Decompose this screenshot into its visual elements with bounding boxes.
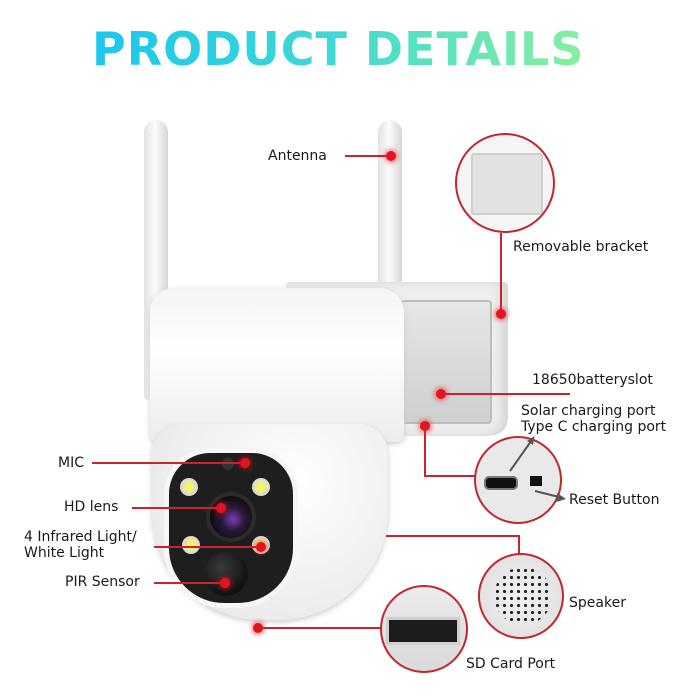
mic-label: MIC — [58, 455, 84, 471]
ports-leader-vertical — [424, 426, 426, 476]
pir-sensor-marker — [220, 578, 230, 588]
battery-compartment — [400, 300, 492, 424]
antenna-leader — [345, 155, 387, 157]
speaker-label: Speaker — [569, 595, 626, 611]
led-top-right — [252, 478, 270, 496]
mic-leader — [92, 462, 244, 464]
reset-button-label: Reset Button — [569, 492, 660, 508]
speaker-leader-vertical — [518, 535, 520, 555]
led-bottom-left — [182, 536, 200, 554]
ports-leader-horizontal — [424, 475, 476, 477]
solar-port-label: Solar charging port — [521, 403, 656, 419]
ir-light-leader — [154, 546, 260, 548]
ir-light-label-line1: 4 Infrared Light/ — [24, 529, 137, 545]
bracket-leader — [500, 233, 502, 313]
battery-leader — [440, 393, 570, 395]
antenna-marker — [386, 151, 396, 161]
ports-detail-circle — [474, 436, 562, 524]
pir-sensor-lens — [204, 552, 248, 596]
typec-port-label: Type C charging port — [521, 419, 667, 435]
bracket-detail-circle — [455, 133, 555, 233]
mic-marker — [240, 458, 250, 468]
sd-card-detail-circle — [380, 585, 468, 673]
ir-light-label-line2: White Light — [24, 545, 105, 561]
led-top-left — [180, 478, 198, 496]
bracket-marker — [496, 309, 506, 319]
hd-lens-leader — [132, 507, 220, 509]
speaker-detail-circle — [478, 553, 564, 639]
battery-label: 18650batteryslot — [532, 372, 653, 388]
hd-lens-label: HD lens — [64, 499, 119, 515]
pir-sensor-leader — [154, 582, 224, 584]
sd-card-label: SD Card Port — [466, 656, 556, 672]
hd-lens-marker — [216, 503, 226, 513]
typec-port-icon — [484, 476, 518, 490]
speaker-leader-horizontal — [386, 535, 520, 537]
ir-light-marker — [256, 542, 266, 552]
battery-marker — [436, 389, 446, 399]
antenna-label: Antenna — [268, 148, 327, 164]
bracket-shape — [471, 153, 543, 215]
bracket-label: Removable bracket — [513, 239, 649, 255]
sd-card-leader — [258, 627, 384, 629]
pir-sensor-label: PIR Sensor — [65, 574, 140, 590]
page-title: PRODUCT DETAILS — [92, 22, 612, 82]
sd-card-slot-icon — [386, 617, 460, 645]
speaker-grille — [494, 567, 552, 625]
camera-head-top — [150, 288, 404, 442]
hd-lens — [206, 492, 256, 542]
reset-button-icon — [530, 476, 542, 486]
mic-hole — [222, 458, 234, 470]
